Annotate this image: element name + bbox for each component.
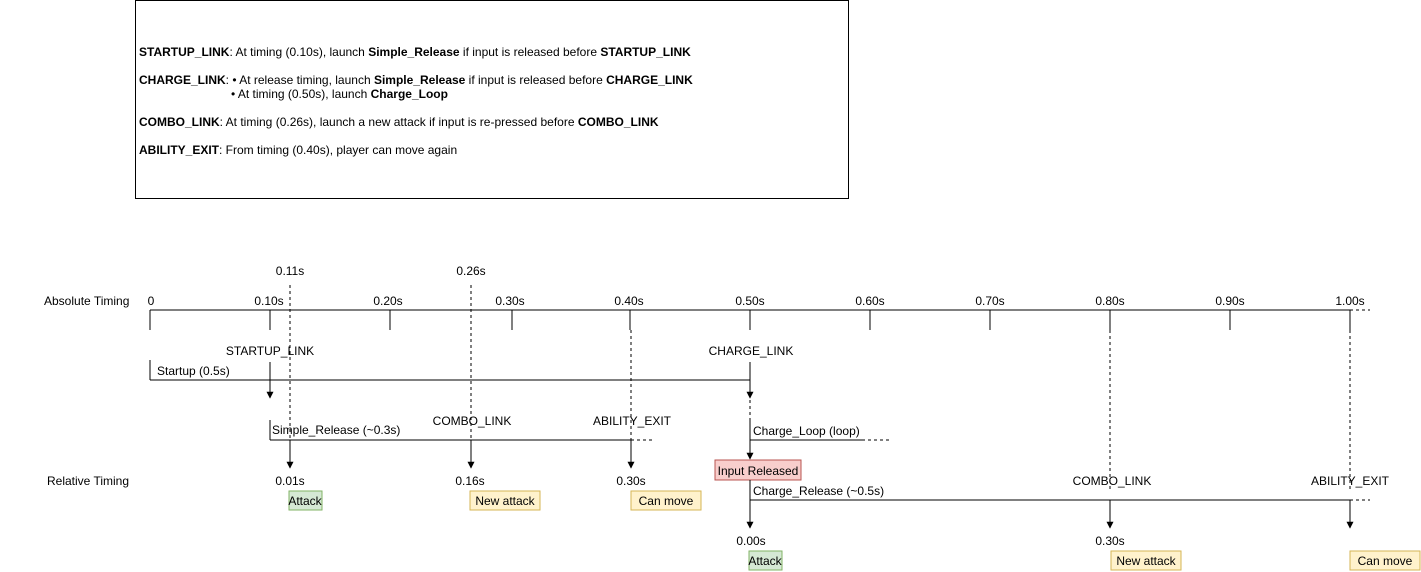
input-released-box bbox=[714, 459, 802, 481]
new-attack-box-1 bbox=[469, 490, 541, 511]
tick-label-050: 0.50s bbox=[735, 294, 764, 308]
legend-charge-link: CHARGE_LINK: • At release timing, launch… bbox=[139, 73, 693, 87]
tick-label-010: 0.10s bbox=[254, 294, 283, 308]
new-attack-box-2 bbox=[1110, 550, 1182, 571]
legend-combo-link: COMBO_LINK: At timing (0.26s), launch a … bbox=[139, 115, 659, 129]
legend-box: STARTUP_LINK: At timing (0.10s), launch … bbox=[135, 0, 849, 199]
rel-label-001: 0.01s bbox=[275, 474, 304, 488]
tick-label-080: 0.80s bbox=[1095, 294, 1124, 308]
rel-label-030b: 0.30s bbox=[1095, 534, 1124, 548]
legend-startup-link: STARTUP_LINK: At timing (0.10s), launch … bbox=[139, 45, 691, 59]
can-move-label-1: Can move bbox=[639, 494, 694, 508]
marker-011-label: 0.11s bbox=[276, 264, 304, 278]
absolute-timing-label: Absolute Timing bbox=[44, 294, 129, 308]
tick-label-020: 0.20s bbox=[373, 294, 402, 308]
charge-release-bar-label: Charge_Release (~0.5s) bbox=[753, 484, 884, 498]
attack-box-1 bbox=[288, 490, 323, 511]
tick-label-070: 0.70s bbox=[975, 294, 1004, 308]
combo-link-label-2: COMBO_LINK bbox=[1073, 474, 1152, 488]
startup-bar-label: Startup (0.5s) bbox=[157, 364, 230, 378]
can-move-box-1 bbox=[630, 490, 702, 511]
can-move-box-2 bbox=[1349, 550, 1421, 571]
combo-link-label-1: COMBO_LINK bbox=[433, 414, 512, 428]
tick-label-090: 0.90s bbox=[1215, 294, 1244, 308]
rel-label-000: 0.00s bbox=[736, 534, 765, 548]
new-attack-label-1: New attack bbox=[475, 494, 535, 508]
legend-ability-exit: ABILITY_EXIT: From timing (0.40s), playe… bbox=[139, 143, 458, 157]
ability-exit-label-1: ABILITY_EXIT bbox=[593, 414, 672, 428]
attack-label-2: Attack bbox=[748, 554, 782, 568]
axis-ticks bbox=[149, 310, 1351, 330]
attack-label-1: Attack bbox=[288, 494, 322, 508]
tick-label-100: 1.00s bbox=[1335, 294, 1364, 308]
rel-label-016: 0.16s bbox=[455, 474, 484, 488]
tick-label-060: 0.60s bbox=[855, 294, 884, 308]
can-move-label-2: Can move bbox=[1358, 554, 1413, 568]
rel-label-030a: 0.30s bbox=[616, 474, 645, 488]
simple-release-bar-label: Simple_Release (~0.3s) bbox=[272, 423, 400, 437]
charge-loop-bar-label: Charge_Loop (loop) bbox=[753, 424, 860, 438]
tick-label-0: 0 bbox=[148, 294, 155, 308]
charge-link-label: CHARGE_LINK bbox=[709, 344, 794, 358]
marker-026-label: 0.26s bbox=[456, 264, 485, 278]
new-attack-label-2: New attack bbox=[1116, 554, 1176, 568]
tick-label-030: 0.30s bbox=[495, 294, 524, 308]
startup-link-label: STARTUP_LINK bbox=[226, 344, 314, 358]
ability-exit-label-2: ABILITY_EXIT bbox=[1311, 474, 1390, 488]
legend-charge-link-bullet: • At timing (0.50s), launch Charge_Loop bbox=[231, 87, 448, 101]
input-released-label: Input Released bbox=[718, 464, 799, 478]
tick-label-040: 0.40s bbox=[614, 294, 643, 308]
attack-box-2 bbox=[748, 550, 783, 571]
relative-timing-label: Relative Timing bbox=[47, 474, 129, 488]
